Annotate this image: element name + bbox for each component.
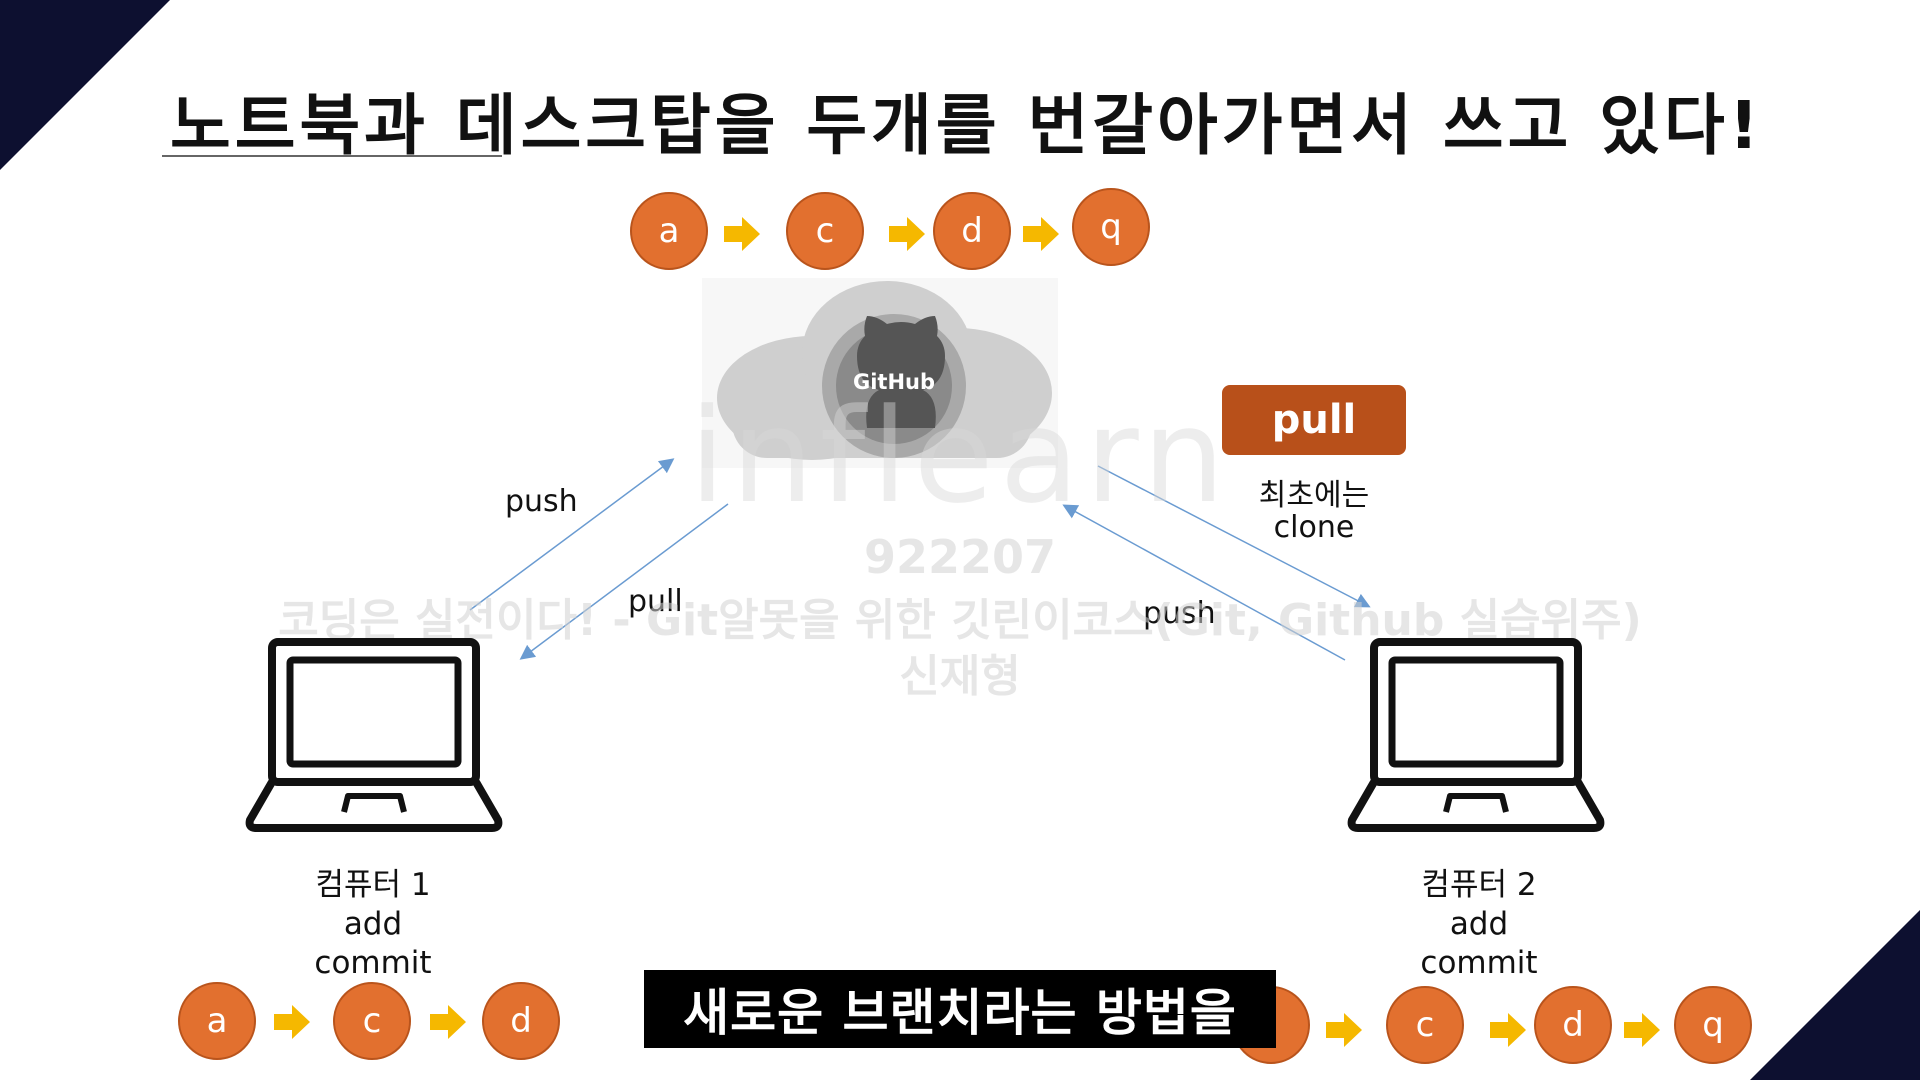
watermark-brand: inflearn [689,380,1231,532]
top-left-corner-decoration [0,0,170,170]
right-arrow-icon [1490,1013,1526,1047]
right-commit-node: c [1386,986,1464,1064]
title-underline [162,155,502,157]
computer1-name: 컴퓨터 1 [315,867,431,903]
watermark-author: 신재형 [899,651,1021,702]
left-arrow-icon [430,1005,466,1039]
top-arrow-icon [724,217,760,251]
pull-badge-note-line2: clone [1273,510,1355,545]
top-arrow-icon [1023,217,1059,251]
top-commit-node: a [630,192,708,270]
right-push-connector [1062,504,1346,661]
laptop-icon [245,638,503,832]
right-commit-node: d [1534,986,1612,1064]
pull-badge-note-line1: 최초에는 [1258,478,1370,513]
computer2-label: 컴퓨터 2 add commit [1369,866,1589,983]
computer1-label: 컴퓨터 1 add commit [263,866,483,983]
top-commit-node: d [933,192,1011,270]
left-pull-connector [519,503,729,660]
left-arrow-icon [274,1005,310,1039]
left-pull-label: pull [628,584,683,619]
left-push-label: push [505,484,578,519]
left-commit-node: c [333,982,411,1060]
computer1-add: add [343,906,403,942]
right-pull-connector [1097,465,1371,608]
laptop-icon [1347,638,1605,832]
right-arrow-icon [1326,1013,1362,1047]
left-commit-node: a [178,982,256,1060]
slide-title: 노트북과 데스크탑을 두개를 번갈아가면서 쓰고 있다! [170,87,1763,164]
left-push-connector [469,458,675,611]
video-subtitle: 새로운 브랜치라는 방법을 [644,970,1276,1048]
github-logo-label: GitHub [852,370,936,394]
watermark-course: 코딩은 실전이다! - Git알못을 위한 깃린이코스(Git, Github … [278,595,1642,646]
computer2-add: add [1449,906,1509,942]
bottom-right-corner-decoration [1750,910,1920,1080]
computer2-commit: commit [1420,945,1538,981]
top-commit-node: c [786,192,864,270]
right-arrow-icon [1624,1013,1660,1047]
pull-badge: pull [1222,385,1406,455]
watermark-id: 922207 [863,530,1057,584]
github-cloud: GitHub [702,278,1058,468]
left-commit-node: d [482,982,560,1060]
top-commit-node: q [1072,188,1150,266]
cloud-icon [702,278,1058,468]
computer2-name: 컴퓨터 2 [1421,867,1537,903]
computer1-commit: commit [314,945,432,981]
right-push-label: push [1143,596,1216,631]
right-commit-node: q [1674,986,1752,1064]
top-arrow-icon [889,217,925,251]
